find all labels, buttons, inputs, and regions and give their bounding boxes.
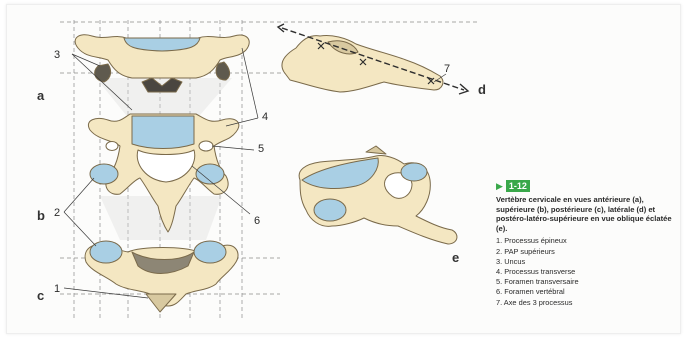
legend-item: 5. Foramen transversaire [496,277,674,287]
vertebra-oblique-view [299,146,457,244]
legend-item: 2. PAP supérieurs [496,247,674,257]
vertebra-posterior-view [85,241,238,312]
view-label-d: d [478,82,486,97]
vertebra-lateral-view [282,35,443,92]
callout-1: 1 [54,283,60,295]
figure-number-row: ▶ 1-12 [496,180,674,192]
callout-6: 6 [254,215,260,227]
legend-item: 4. Processus transverse [496,267,674,277]
view-label-e: e [452,250,459,265]
legend-item: 3. Uncus [496,257,674,267]
legend-item: 1. Processus épineux [496,236,674,246]
legend-item: 6. Foramen vertébral [496,287,674,297]
figure-caption: ▶ 1-12 Vertèbre cervicale en vues antéri… [496,180,674,308]
figure-number-badge: 1-12 [506,180,530,192]
callout-5: 5 [258,143,264,155]
legend-list: 1. Processus épineux 2. PAP supérieurs 3… [496,236,674,307]
figure-description: Vertèbre cervicale en vues antérieure (a… [496,195,674,233]
callout-7: 7 [444,63,450,75]
callout-3: 3 [54,49,60,61]
callout-4: 4 [262,111,268,123]
view-label-b: b [37,208,45,223]
view-label-c: c [37,288,44,303]
view-label-a: a [37,88,45,103]
callout-2: 2 [54,207,60,219]
play-arrow-icon: ▶ [496,182,503,191]
legend-item: 7. Axe des 3 processus [496,298,674,308]
